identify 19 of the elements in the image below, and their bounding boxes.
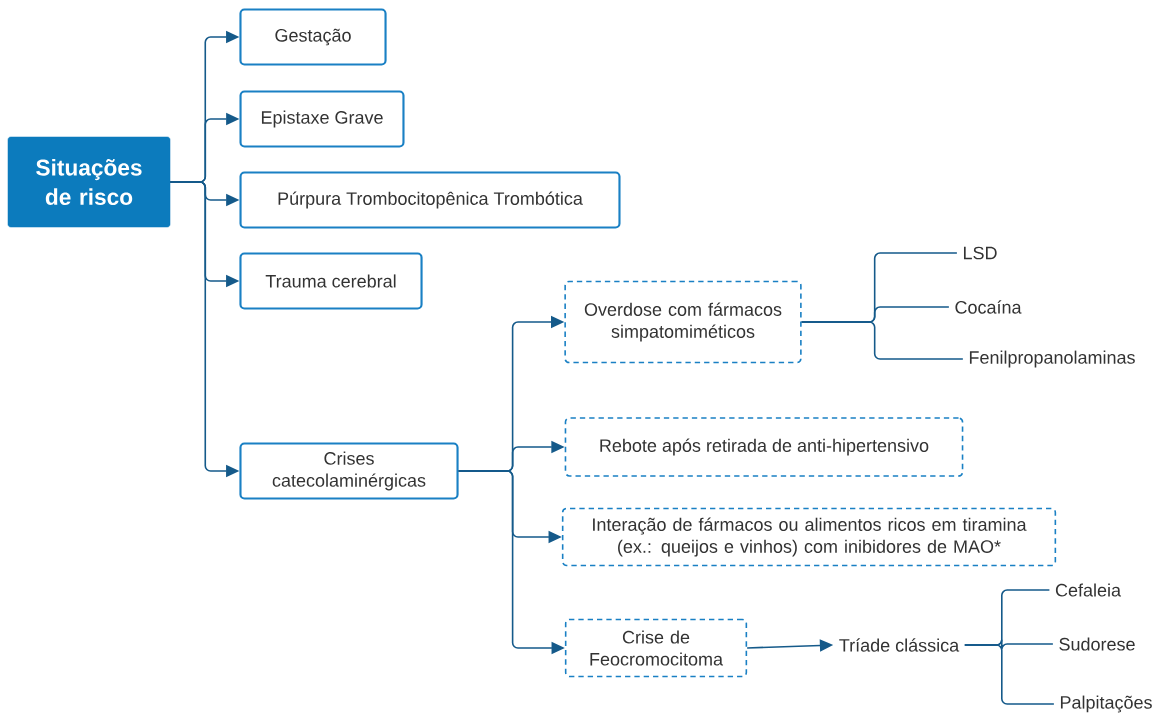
subcategory-box: Rebote após retirada de anti-hipertensivo <box>564 417 964 477</box>
item-label: Fenilpropanolaminas <box>969 350 1135 368</box>
category-box: Epistaxe Grave <box>239 90 405 148</box>
category-box: Trauma cerebral <box>239 252 423 310</box>
item-label: Sudorese <box>1059 637 1135 651</box>
category-box: Crises catecolaminérgicas <box>239 442 459 500</box>
subcategory-box: Interação de fármacos ou alimentos ricos em tiramina (ex.: queijos e vinhos) com inibidores de MAO* <box>561 507 1057 567</box>
connector-line <box>964 644 1055 705</box>
root-box: Situações de risco <box>7 136 171 228</box>
item-label: LSD <box>964 246 997 260</box>
connector-line <box>800 321 964 360</box>
category-box: Púrpura Trombocitopênica Trombótica <box>239 171 621 229</box>
category-box: Gestação <box>239 8 387 66</box>
item-label: Cocaína <box>955 300 1022 314</box>
item-label: Palpitações <box>1060 695 1152 713</box>
item-label: Cefaleia <box>1055 583 1121 597</box>
subcategory-box: Crise de Feocromocitoma <box>564 618 748 678</box>
item-label: Tríade clássica <box>839 638 960 652</box>
subcategory-box: Overdose com fármacos simpatomiméticos <box>564 280 802 364</box>
